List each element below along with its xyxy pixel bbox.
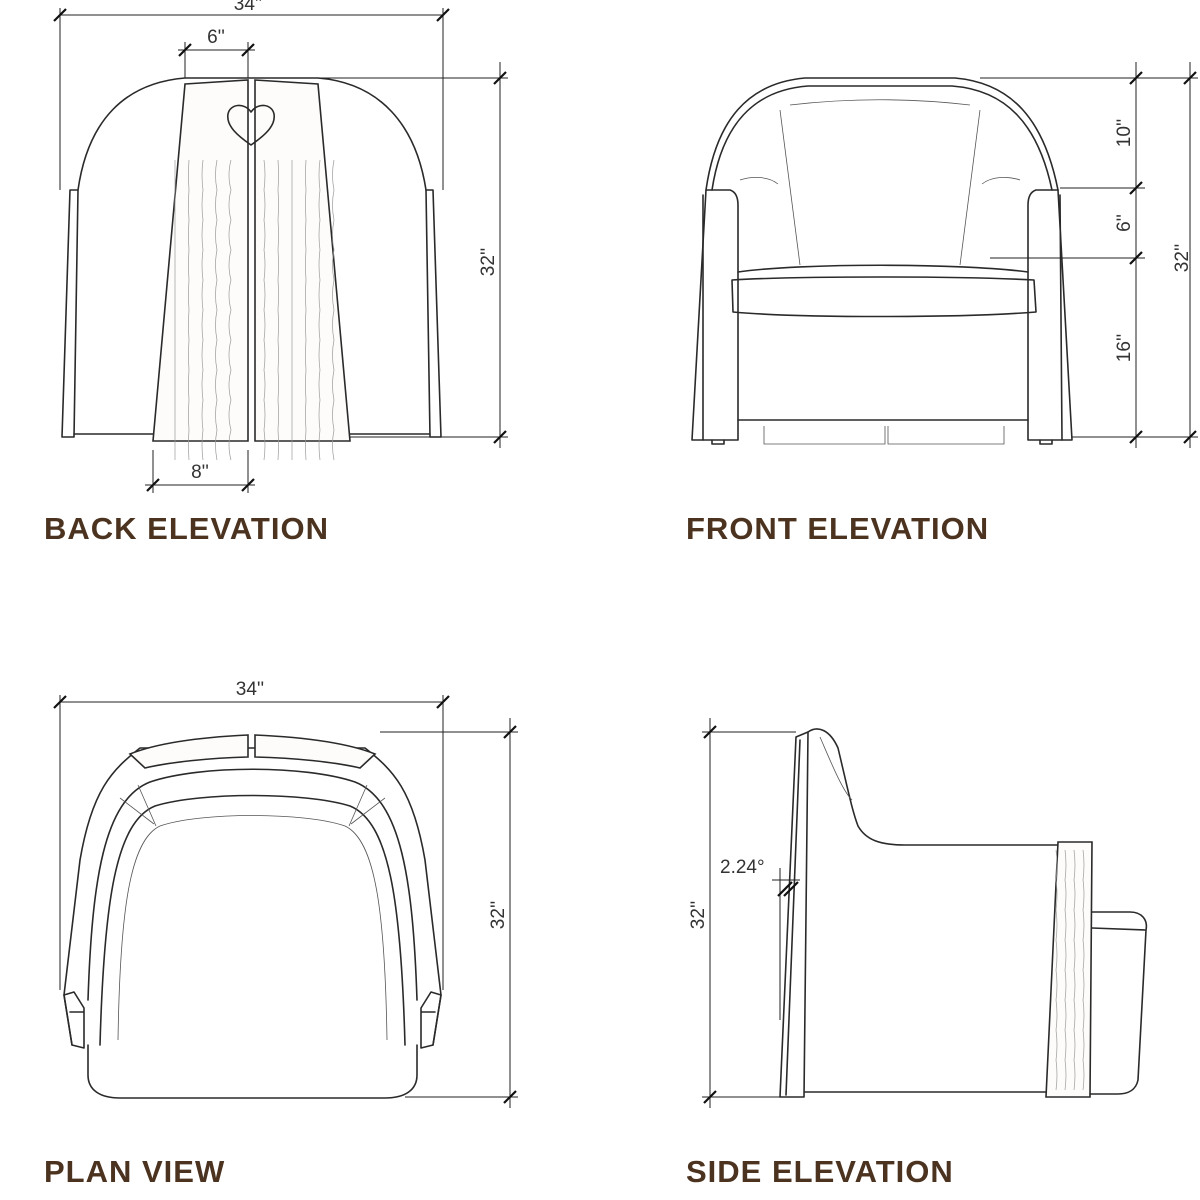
front-back-dim: 10'' [1114, 119, 1135, 147]
back-left-leg [61, 189, 79, 438]
side-elevation-title: SIDE ELEVATION [686, 1154, 954, 1189]
grain-line [263, 159, 266, 461]
plan-view-title: PLAN VIEW [44, 1154, 226, 1189]
grain-line [318, 159, 321, 461]
grain-line [1064, 849, 1067, 1091]
grain-line [332, 159, 335, 461]
back-elevation-title: BACK ELEVATION [44, 511, 329, 546]
plan-left-cap [128, 734, 249, 769]
front-elevation-title: FRONT ELEVATION [686, 511, 990, 546]
front-arm-dim: 6'' [1114, 214, 1135, 232]
plan-view-drawing: 34'' 32'' [53, 679, 518, 1108]
front-height-dim: 32'' [1172, 244, 1193, 272]
plan-depth-dim: 32'' [488, 901, 509, 929]
grain-line [188, 159, 190, 461]
wood-grain [1055, 849, 1085, 1091]
back-elevation-drawing: 34'' 6'' 8'' 32'' [53, 0, 508, 493]
front-shell-outline [705, 77, 1059, 191]
back-top-dim: 6'' [207, 27, 225, 48]
plan-width-dim: 34'' [236, 679, 264, 700]
grain-line [228, 159, 232, 461]
plan-right-post [420, 991, 442, 1049]
back-shell-outline [77, 77, 427, 191]
side-elevation-drawing: 32'' 2.24° [688, 718, 1148, 1108]
grain-line [1082, 849, 1085, 1091]
side-angle-dim: 2.24° [720, 857, 765, 878]
plan-seat-front [87, 1044, 418, 1099]
back-left-wood-panel [152, 79, 249, 442]
front-elevation-drawing: 10'' 6'' 16'' 32'' [691, 62, 1198, 448]
plan-right-cap [254, 734, 377, 769]
back-right-wood-panel [254, 79, 351, 442]
side-back-profile [807, 728, 1079, 846]
front-left-arm [691, 189, 739, 441]
side-back-post [779, 731, 809, 1098]
side-height-dim: 32'' [688, 901, 709, 929]
front-seat-dim: 16'' [1114, 334, 1135, 362]
plan-left-post [63, 991, 85, 1049]
front-right-arm [1027, 189, 1073, 441]
back-width-dim: 34'' [234, 0, 262, 15]
grain-line [1073, 849, 1076, 1091]
plan-outer-shell [63, 747, 442, 1046]
grain-line [1055, 849, 1058, 1091]
side-arm-post [1045, 841, 1093, 1098]
back-height-dim: 32'' [478, 248, 499, 276]
grain-line [305, 159, 307, 461]
grain-line [201, 159, 204, 461]
side-seat-cushion [1089, 911, 1148, 1095]
grain-line [215, 159, 218, 461]
wood-grain [174, 159, 335, 461]
front-seat-cushion [731, 276, 1037, 318]
grain-line [277, 159, 279, 461]
front-seat-top [737, 264, 1029, 273]
heart-cutout [227, 104, 275, 146]
back-right-leg [425, 189, 442, 438]
back-bottom-dim: 8'' [191, 462, 209, 483]
